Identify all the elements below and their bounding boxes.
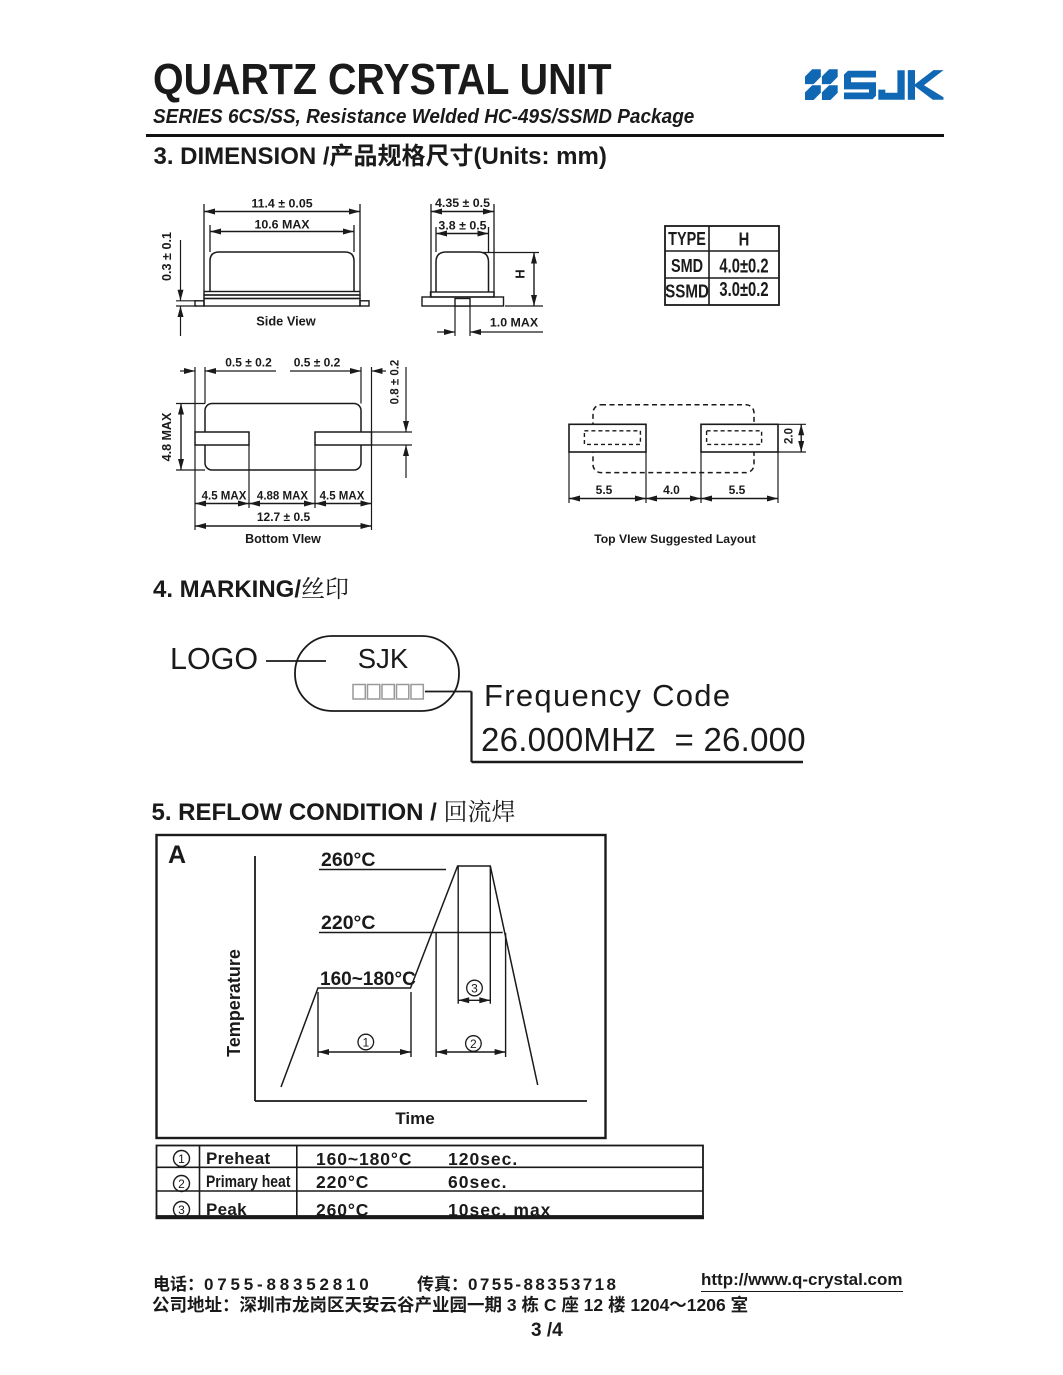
svg-text:11.4 ± 0.05: 11.4 ± 0.05 — [251, 197, 312, 211]
svg-text:0.5 ± 0.2: 0.5 ± 0.2 — [294, 356, 341, 370]
svg-text:1: 1 — [178, 1152, 185, 1166]
svg-text:TYPE: TYPE — [668, 228, 706, 249]
svg-text:SJK: SJK — [358, 643, 409, 674]
svg-text:Side View: Side View — [256, 314, 316, 329]
svg-text:1.0 MAX: 1.0 MAX — [490, 316, 539, 330]
svg-text:3: 3 — [471, 981, 478, 995]
svg-text:Time: Time — [395, 1109, 434, 1128]
svg-text:0.3 ± 0.1: 0.3 ± 0.1 — [160, 232, 174, 281]
svg-text:4.88 MAX: 4.88 MAX — [257, 491, 308, 503]
svg-text:Bottom VIew: Bottom VIew — [245, 532, 321, 546]
svg-text:2: 2 — [178, 1177, 185, 1191]
svg-text:SSMD: SSMD — [665, 281, 709, 302]
svg-text:4.5 MAX: 4.5 MAX — [320, 491, 365, 503]
svg-text:2: 2 — [470, 1037, 477, 1051]
svg-text:Top VIew Suggested Layout: Top VIew Suggested Layout — [594, 532, 756, 546]
svg-text:Temperature: Temperature — [224, 949, 244, 1057]
svg-text:0.5 ± 0.2: 0.5 ± 0.2 — [225, 356, 272, 370]
svg-text:4.35 ± 0.5: 4.35 ± 0.5 — [435, 196, 490, 210]
svg-text:4.5 MAX: 4.5 MAX — [202, 491, 247, 503]
svg-text:H: H — [739, 229, 750, 250]
svg-text:H: H — [513, 269, 528, 278]
svg-text:220°C: 220°C — [321, 912, 375, 934]
svg-text:10.6 MAX: 10.6 MAX — [254, 218, 310, 232]
svg-text:0.8 ± 0.2: 0.8 ± 0.2 — [390, 360, 402, 405]
svg-text:4.0±0.2: 4.0±0.2 — [719, 254, 768, 277]
svg-text:260°C: 260°C — [321, 849, 375, 871]
svg-text:160~180°C: 160~180°C — [320, 969, 416, 990]
svg-text:3: 3 — [178, 1203, 185, 1217]
svg-text:12.7 ± 0.5: 12.7 ± 0.5 — [257, 510, 311, 524]
svg-text:1: 1 — [362, 1035, 369, 1049]
svg-text:A: A — [168, 841, 186, 869]
svg-text:5.5: 5.5 — [729, 483, 746, 497]
svg-text:4.0: 4.0 — [663, 483, 680, 497]
svg-text:5.5: 5.5 — [596, 483, 613, 497]
svg-text:SMD: SMD — [671, 255, 703, 276]
svg-text:3.0±0.2: 3.0±0.2 — [719, 278, 768, 301]
svg-text:3.8 ± 0.5: 3.8 ± 0.5 — [438, 219, 486, 233]
svg-text:2.0: 2.0 — [784, 428, 796, 444]
svg-text:4.8 MAX: 4.8 MAX — [160, 412, 174, 461]
